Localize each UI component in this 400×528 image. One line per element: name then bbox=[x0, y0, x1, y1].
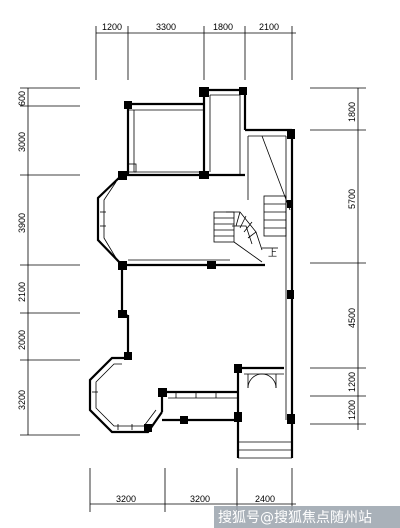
right-dimension-chain: 1800 5700 4500 1200 1200 bbox=[310, 87, 366, 430]
dim-right-2: 5700 bbox=[347, 189, 357, 209]
dim-left-4: 2100 bbox=[17, 282, 27, 302]
entry-door bbox=[247, 373, 277, 389]
columns bbox=[118, 87, 295, 432]
dim-bottom-3: 2400 bbox=[255, 494, 275, 504]
dim-left-1: 600 bbox=[17, 91, 27, 106]
dim-right-4: 1200 bbox=[347, 372, 357, 392]
left-dimension-chain: 600 3000 3900 2100 2000 3200 bbox=[17, 87, 80, 436]
watermark-band bbox=[214, 506, 400, 528]
dim-right-5: 1200 bbox=[347, 400, 357, 420]
dim-top-3: 1800 bbox=[213, 22, 233, 32]
top-dimension-chain: 1200 3300 1800 2100 bbox=[95, 22, 296, 80]
dim-bottom-1: 3200 bbox=[116, 494, 136, 504]
staircase: 上 bbox=[213, 195, 287, 263]
dim-left-2: 3000 bbox=[17, 132, 27, 152]
shaft-box bbox=[127, 163, 137, 173]
dim-right-1: 1800 bbox=[347, 102, 357, 122]
dim-left-3: 3900 bbox=[17, 213, 27, 233]
dim-left-6: 3200 bbox=[17, 390, 27, 410]
walls bbox=[88, 88, 294, 459]
window-panes bbox=[92, 211, 217, 430]
dim-top-2: 3300 bbox=[156, 22, 176, 32]
bottom-dimension-chain: 3200 3200 2400 bbox=[89, 468, 296, 512]
dim-top-1: 1200 bbox=[102, 22, 122, 32]
dim-left-5: 2000 bbox=[17, 330, 27, 350]
watermark: 搜狐号@搜狐焦点随州站 bbox=[218, 510, 372, 526]
stair-up-label: 上 bbox=[268, 248, 277, 258]
dim-bottom-2: 3200 bbox=[190, 494, 210, 504]
dim-right-3: 4500 bbox=[347, 308, 357, 328]
dim-top-4: 2100 bbox=[259, 22, 279, 32]
